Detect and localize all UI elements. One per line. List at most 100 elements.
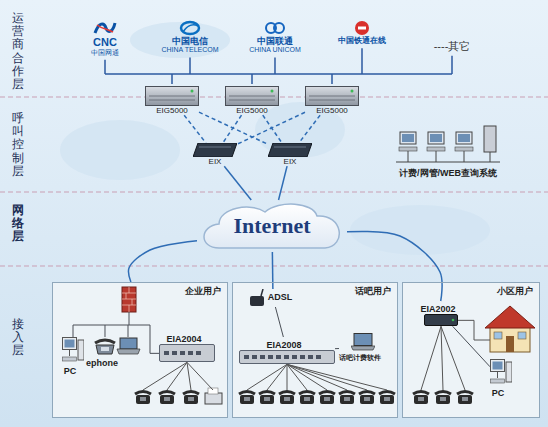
layer-label: 接入层 <box>12 318 24 358</box>
operator-logo: CNC中国网通 <box>91 20 119 57</box>
node-label: ----其它 <box>434 40 471 53</box>
phone-wire <box>267 364 287 390</box>
call-switch: EIX <box>268 143 312 166</box>
pc-computer: PC <box>62 337 84 376</box>
house-wire <box>458 320 490 340</box>
operator-logo-icon <box>178 20 202 36</box>
node-label: EIA2004 <box>166 331 207 344</box>
billing-laptop: 话吧计费软件 <box>339 333 387 362</box>
call-switch: EIX <box>193 143 237 166</box>
access-device-icon <box>424 314 458 326</box>
telephone <box>413 392 429 405</box>
house <box>485 306 535 352</box>
node-label: 中国铁通在线 <box>338 36 386 45</box>
user-panel: 话吧用户ADSLEIA2008话吧计费软件 <box>232 282 398 418</box>
gateway-server: EIG5000 <box>145 84 199 115</box>
node-label: EIX <box>284 157 297 166</box>
operator-logo-icon <box>350 20 374 36</box>
lan-wire <box>104 325 105 337</box>
network-link <box>237 112 305 144</box>
telephone-set <box>135 388 473 404</box>
operator-logo: 中国电信CHINA TELECOM <box>161 20 218 54</box>
panel-heading: 企业用户 <box>53 283 227 296</box>
operator-logo-icon <box>93 20 117 36</box>
telephone <box>279 392 295 405</box>
phone-wire <box>421 326 441 390</box>
gateway-server: EIG5000 <box>225 84 279 115</box>
phone-wire <box>441 326 443 390</box>
operator-bus <box>105 73 452 75</box>
bus-drop <box>251 74 253 84</box>
world-map <box>60 22 490 255</box>
node-label: PC <box>64 363 83 376</box>
node-label: EIG5000 <box>316 106 348 115</box>
network-link <box>263 115 282 143</box>
access-device-icon <box>159 344 215 362</box>
pc-computer-icon <box>490 359 512 385</box>
node-label: CHINA UNICOM <box>249 46 301 54</box>
network-link <box>223 115 242 143</box>
layer-label: 呼叫控制层 <box>12 112 24 178</box>
pc-computer-icon <box>62 337 84 363</box>
lan-wire <box>73 325 159 353</box>
telephone <box>457 392 473 405</box>
pc-computer: PC <box>490 359 512 398</box>
phone-wire <box>287 364 367 390</box>
node-label: CNC <box>93 36 117 49</box>
telephone <box>359 392 375 405</box>
network-link <box>129 241 197 282</box>
node-label: Internet <box>234 213 311 238</box>
node-label: EIA2002 <box>420 301 461 314</box>
call-switch-icon <box>193 143 237 157</box>
phone-wire <box>287 364 288 390</box>
node-label: 中国网通 <box>91 49 119 57</box>
phone-wire <box>287 364 387 390</box>
telephone <box>319 392 335 405</box>
network-link <box>224 166 251 200</box>
lan-wire <box>129 312 130 325</box>
telephone <box>299 392 315 405</box>
node-label: EIX <box>209 157 222 166</box>
network-link <box>335 348 339 349</box>
phone-wire <box>187 362 213 390</box>
user-panel: 企业用户 EIA2004PCephone <box>52 282 228 418</box>
telephone <box>135 392 151 405</box>
layer-separator <box>0 97 548 266</box>
node-label: PC <box>492 385 511 398</box>
bus-drop <box>451 56 453 74</box>
node-label: EIG5000 <box>156 106 188 115</box>
bus-drop <box>189 57 191 74</box>
telephone <box>159 392 175 405</box>
telephone <box>239 392 255 405</box>
gateway-server: EIG5000 <box>305 84 359 115</box>
billing-system-icon <box>392 118 504 168</box>
firewall <box>122 287 136 312</box>
panel-fill <box>52 282 540 418</box>
bus-drop <box>104 60 106 74</box>
fax-machine <box>205 388 222 404</box>
phone-group <box>135 392 199 405</box>
operator-logo: 中国联通CHINA UNICOM <box>249 20 301 54</box>
panel-heading: 话吧用户 <box>233 283 397 296</box>
gateway-server-icon <box>145 84 199 106</box>
telephone <box>379 392 395 405</box>
operator-logo: 中国铁通在线 <box>338 20 386 45</box>
phone-group <box>239 392 395 405</box>
panel-heading: 小区用户 <box>403 283 539 296</box>
internet-cloud: Internet <box>197 200 347 252</box>
node-label: ephone <box>86 355 124 368</box>
layer-label: 网络层 <box>12 204 24 244</box>
adsl-modem: ADSL <box>248 289 299 307</box>
access-device-icon <box>239 350 335 364</box>
access-device: EIA2002 <box>420 301 461 326</box>
network-link <box>199 112 268 144</box>
bus-drop <box>274 57 276 74</box>
other-operators: ----其它 <box>434 40 471 53</box>
phone-group <box>413 392 473 405</box>
billing-laptop-icon <box>351 333 375 351</box>
adsl-modem-icon <box>248 289 266 307</box>
access-device: EIA2004 <box>159 331 215 362</box>
telephone <box>339 392 355 405</box>
